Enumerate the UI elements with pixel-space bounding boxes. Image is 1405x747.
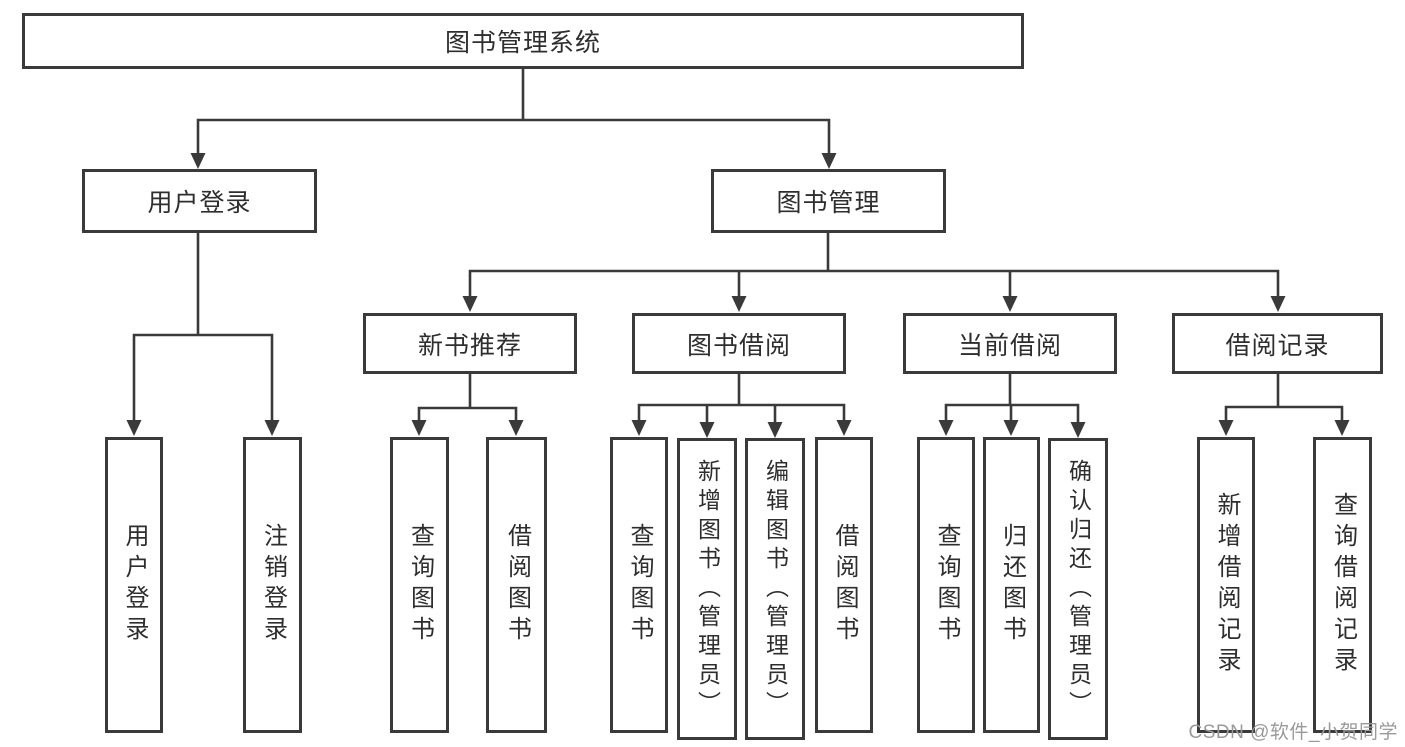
leaf-borrow-book-borrow: 借阅图书 xyxy=(815,437,873,733)
csdn-watermark: CSDN @软件_小贺同学 xyxy=(1188,722,1398,743)
leaf-query-book-current: 查询图书 xyxy=(917,437,975,733)
leaf-add-borrow-record-label: 新增借阅记录 xyxy=(1213,492,1240,678)
leaf-return-book: 归还图书 xyxy=(983,437,1040,733)
node-current-borrow-label: 当前借阅 xyxy=(957,331,1062,360)
leaf-edit-book-admin-label: 编辑图书（管理员） xyxy=(762,458,789,720)
node-user-login-label: 用户登录 xyxy=(147,189,252,217)
leaf-query-book-newbooks: 查询图书 xyxy=(390,437,449,733)
leaf-logout: 注销登录 xyxy=(243,437,302,733)
leaf-logout-label: 注销登录 xyxy=(259,523,287,647)
node-book-management: 图书管理 xyxy=(711,169,946,233)
leaf-query-book-borrow: 查询图书 xyxy=(610,437,668,733)
leaf-borrow-book-newbooks-label: 借阅图书 xyxy=(503,523,531,647)
node-current-borrow: 当前借阅 xyxy=(903,313,1117,374)
leaf-query-book-borrow-label: 查询图书 xyxy=(626,523,653,647)
node-borrow-records-label: 借阅记录 xyxy=(1225,331,1330,360)
node-root: 图书管理系统 xyxy=(22,13,1024,69)
node-root-label: 图书管理系统 xyxy=(444,29,601,57)
node-book-management-label: 图书管理 xyxy=(776,189,881,217)
leaf-query-book-current-label: 查询图书 xyxy=(933,523,960,647)
node-book-borrow: 图书借阅 xyxy=(632,313,846,374)
leaf-query-borrow-record-label: 查询借阅记录 xyxy=(1329,492,1357,678)
leaf-user-login: 用户登录 xyxy=(105,437,163,733)
leaf-add-book-admin: 新增图书（管理员） xyxy=(677,438,737,740)
node-book-borrow-label: 图书借阅 xyxy=(686,331,791,360)
leaf-user-login-label: 用户登录 xyxy=(121,523,148,647)
node-new-book-recommend: 新书推荐 xyxy=(363,313,577,374)
leaf-query-book-newbooks-label: 查询图书 xyxy=(406,523,434,647)
leaf-edit-book-admin: 编辑图书（管理员） xyxy=(745,438,805,740)
leaf-borrow-book-newbooks: 借阅图书 xyxy=(486,437,547,733)
node-user-login: 用户登录 xyxy=(82,169,317,233)
leaf-confirm-return-admin: 确认归还（管理员） xyxy=(1048,438,1108,740)
leaf-query-borrow-record: 查询借阅记录 xyxy=(1313,437,1372,733)
leaf-add-borrow-record: 新增借阅记录 xyxy=(1197,437,1255,733)
leaf-borrow-book-borrow-label: 借阅图书 xyxy=(831,523,858,647)
leaf-add-book-admin-label: 新增图书（管理员） xyxy=(694,458,721,720)
node-borrow-records: 借阅记录 xyxy=(1172,313,1383,374)
leaf-confirm-return-admin-label: 确认归还（管理员） xyxy=(1065,458,1092,720)
leaf-return-book-label: 归还图书 xyxy=(998,523,1026,647)
node-new-book-recommend-label: 新书推荐 xyxy=(417,331,522,360)
